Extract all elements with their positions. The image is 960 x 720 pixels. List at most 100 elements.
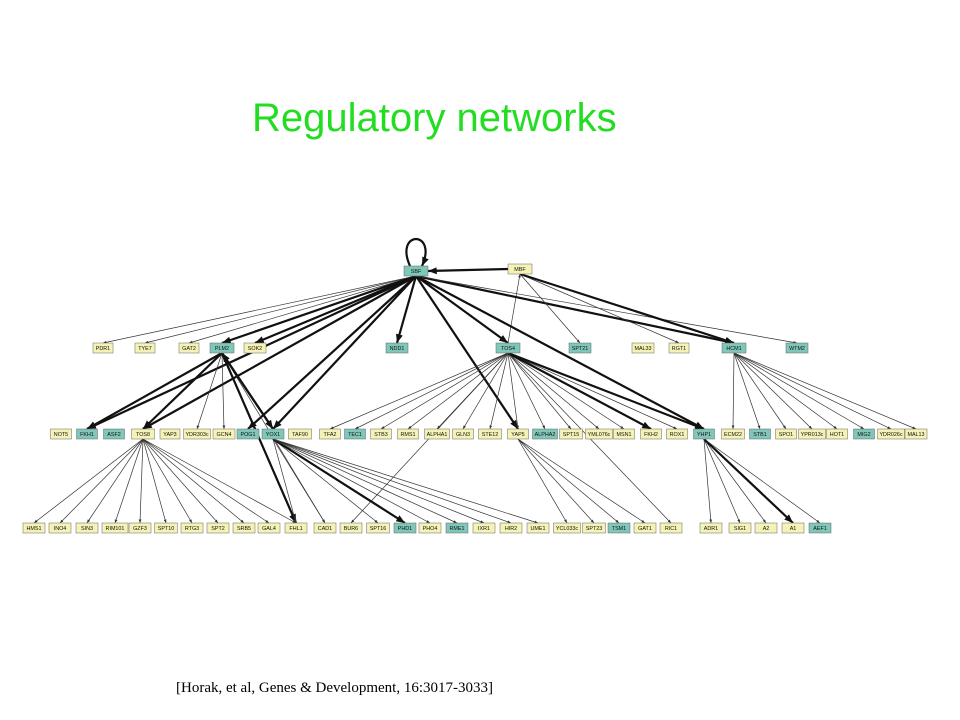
- node-box: [582, 522, 606, 534]
- node-box: [92, 342, 114, 354]
- node-label: WTM2: [789, 346, 805, 352]
- node-box: [507, 428, 529, 440]
- node-label: HMS1: [27, 526, 42, 532]
- edge-tos8-to-hms1: [33, 438, 144, 524]
- node-box: [393, 522, 417, 534]
- node-box: [75, 522, 99, 534]
- node-gln3: GLN3: [452, 428, 474, 440]
- node-ecm22: ECM22: [721, 428, 745, 440]
- node-label: GAT1: [638, 526, 652, 532]
- node-label: YHP1: [697, 432, 711, 438]
- node-label: GLN3: [456, 432, 470, 438]
- node-box: [313, 522, 337, 534]
- node-spt21: SPT21: [568, 342, 592, 354]
- node-box: [526, 522, 550, 534]
- node-label: YAP3: [163, 432, 176, 438]
- node-label: ALPHA2: [535, 432, 556, 438]
- edges-layer: [33, 237, 917, 524]
- edge-tos8-to-rim101: [114, 438, 144, 524]
- node-box: [478, 428, 502, 440]
- edge-tos4-to-gln3: [462, 352, 509, 430]
- node-stb1: STB1: [749, 428, 771, 440]
- node-tos4: TOS4: [495, 342, 521, 354]
- node-asf2: ASF2: [103, 428, 125, 440]
- node-ypr013c: YPR013c: [798, 428, 826, 440]
- node-label: ALPHA1: [427, 432, 448, 438]
- node-box: [236, 428, 260, 440]
- edge-sbf-to-pog1: [247, 275, 417, 430]
- edge-hcm1-to-spo1: [733, 352, 787, 430]
- node-ycl033c: YCL033c: [553, 522, 581, 534]
- edge-hcm1-to-ecm22: [731, 352, 735, 430]
- node-label: NDD1: [390, 346, 405, 352]
- node-aef1: AEF1: [808, 522, 832, 534]
- node-hms1: HMS1: [22, 522, 46, 534]
- node-box: [472, 522, 496, 534]
- node-label: AEF1: [813, 526, 826, 532]
- node-label: SPT15: [563, 432, 579, 438]
- node-box: [344, 428, 366, 440]
- node-label: MSN1: [617, 432, 632, 438]
- node-gcn4: GCN4: [212, 428, 236, 440]
- node-ydr303c: YDR303c: [183, 428, 211, 440]
- node-box: [607, 522, 631, 534]
- node-label: UME1: [531, 526, 546, 532]
- node-rme1: RME1: [445, 522, 469, 534]
- edge-hcm1-to-ypr013c: [733, 352, 813, 430]
- edge-tos4-to-yap5: [507, 352, 519, 430]
- node-label: SPO1: [779, 432, 793, 438]
- node-box: [781, 522, 805, 534]
- node-taf90: TAF90: [288, 428, 312, 440]
- edge-sbf-to-tos8: [142, 275, 417, 430]
- node-gzf3: GZF3: [128, 522, 152, 534]
- node-label: GZF3: [133, 526, 147, 532]
- node-fkh1: FKH1: [76, 428, 98, 440]
- node-yox1: YOX1: [261, 428, 285, 440]
- edge-tos8-to-spt2: [142, 438, 219, 524]
- node-label: STE12: [482, 432, 498, 438]
- node-label: ASF2: [107, 432, 120, 438]
- node-tsm1: TSM1: [607, 522, 631, 534]
- node-pho4: PHO4: [418, 522, 442, 534]
- edge-yox1-to-phd1: [272, 438, 406, 524]
- node-label: YCL033c: [556, 526, 578, 532]
- node-rim101: RIM101: [101, 522, 129, 534]
- edge-sbf-to-plm2: [221, 274, 417, 345]
- node-box: [808, 522, 832, 534]
- edge-plm2-to-fkh1: [86, 352, 223, 430]
- node-box: [633, 522, 657, 534]
- node-box: [257, 522, 281, 534]
- node-gat2: GAT2: [178, 342, 200, 354]
- edge-sbf-to-yox1: [272, 275, 417, 430]
- edge-sbf-to-tye7: [144, 275, 417, 344]
- node-box: [180, 522, 204, 534]
- node-bur6: BUR6: [339, 522, 363, 534]
- edge-tos8-to-sin3: [86, 438, 144, 524]
- node-box: [699, 522, 723, 534]
- node-wtm2: WTM2: [785, 342, 809, 354]
- node-label: ECM22: [724, 432, 742, 438]
- node-label: PLM2: [215, 346, 229, 352]
- node-box: [659, 522, 683, 534]
- node-box: [22, 522, 46, 534]
- node-label: YDR026c: [879, 432, 902, 438]
- node-box: [553, 522, 581, 534]
- edge-sbf-to-gat2: [188, 275, 417, 344]
- node-label: TOS4: [501, 346, 515, 352]
- node-label: PHO4: [423, 526, 438, 532]
- node-sbf: SBF: [403, 265, 429, 277]
- node-not5: NOT5: [50, 428, 72, 440]
- edge-yox1-to-rme1: [272, 438, 458, 524]
- node-spt23: SPT23: [582, 522, 606, 534]
- node-box: [640, 428, 662, 440]
- edge-tos8-to-ino4: [59, 438, 144, 524]
- node-box: [668, 342, 690, 354]
- node-label: SOK2: [248, 346, 262, 352]
- node-label: RGT1: [672, 346, 686, 352]
- node-label: YAP5: [511, 432, 524, 438]
- edge-tos8-to-srb5: [142, 438, 245, 524]
- edge-hcm1-to-ydr026c: [733, 352, 892, 430]
- node-label: MIG2: [857, 432, 870, 438]
